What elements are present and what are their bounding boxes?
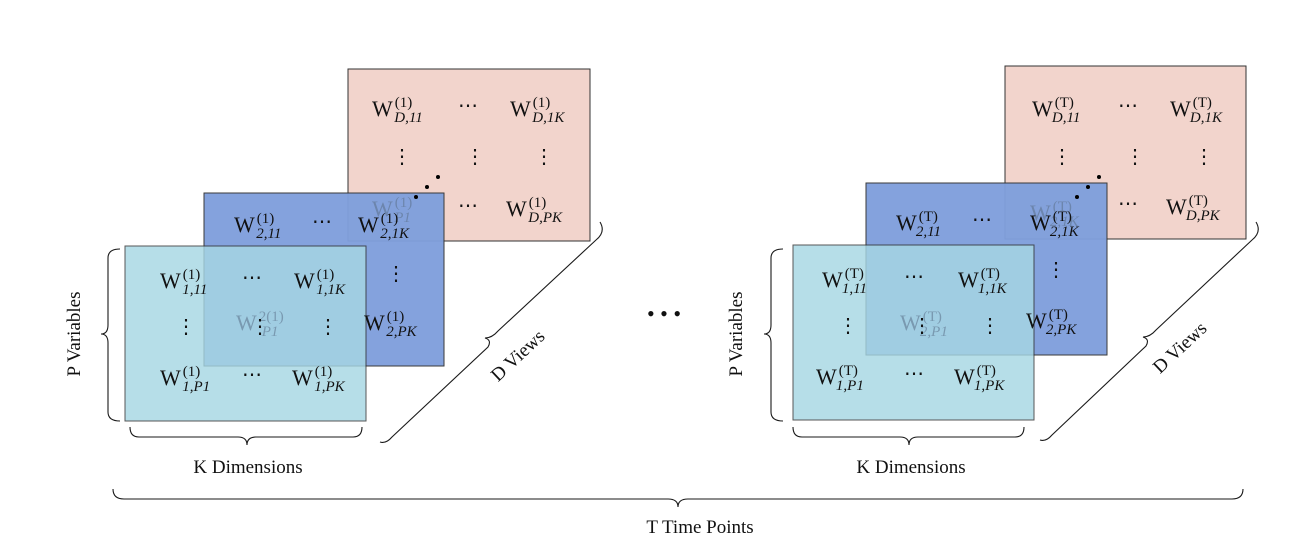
label-p-variables: P Variables [64,292,85,377]
ellipsis-h: ⋯ [972,209,992,231]
entry-d-11: W(T)D,11 [1032,95,1080,126]
entry-1-11: W(T)1,11 [822,266,867,297]
brace-k-dimensions [129,426,363,446]
brace-d-views [1039,221,1259,441]
matrix-view-1 [124,245,367,422]
entry-d-11: W(1)D,11 [372,95,423,126]
sup: (1) [395,95,413,111]
diagonal-dot [1097,175,1101,179]
ellipsis-v: ⋮ [250,316,270,338]
group-time-T: W(T)D,11 ⋯ W(T)D,1K ⋮ ⋮ ⋮ ⋯ W(T)D,PK W(T… [726,65,1259,478]
entry-2-pk: W(1)2,PK [364,309,418,340]
entry-d-pk: W(1)D,PK [506,195,563,226]
ellipsis-h: ⋯ [312,211,332,233]
ellipsis-v: ⋮ [534,146,554,168]
diagonal-dot [436,175,440,179]
ellipsis-h: ⋯ [242,364,262,386]
ellipsis-h: ⋯ [1118,95,1138,117]
ellipsis-v: ⋮ [318,316,338,338]
ellipsis-h: ⋯ [1118,193,1138,215]
entry-2-1k: W(T)2,1K [1030,209,1080,240]
brace-k-dimensions [792,426,1025,446]
group-time-1: W(1)D,11 ⋯ W(1)D,1K ⋮ ⋮ ⋮ ⋯ W(1)D,PK W(1… [64,68,603,478]
ellipsis-v: ⋮ [1046,259,1066,281]
label-k-dimensions: K Dimensions [856,457,965,478]
label-p-variables: P Variables [726,292,747,377]
diagonal-dot [425,185,429,189]
ellipsis-h: ⋯ [904,363,924,385]
label-t-time-points: T Time Points [646,517,753,538]
entry-d-pk: W(T)D,PK [1166,193,1221,224]
ellipsis-h: ⋯ [458,195,478,217]
ghost-entry: W(1)P1 [372,195,412,226]
ghost-entry: W(T)2,P1 [900,309,948,340]
ghost-entry: W(T)2,1K [1030,199,1080,230]
label-k-dimensions: K Dimensions [193,457,302,478]
ellipsis-v: ⋮ [980,315,1000,337]
ellipsis-h: ⋯ [904,266,924,288]
ellipsis-v: ⋮ [465,146,485,168]
entry-2-11: W(T)2,11 [896,209,941,240]
ellipsis-v: ⋮ [1194,146,1214,168]
entry-1-1k: W(T)1,1K [958,266,1008,297]
diagonal-dot [1086,185,1090,189]
brace-p-variables [100,248,121,422]
ellipsis-v: ⋮ [1125,146,1145,168]
diagonal-dot [1075,195,1079,199]
brace-t-time-points [112,488,1244,508]
ellipsis-v: ⋮ [392,146,412,168]
ellipsis-v: ⋮ [1052,146,1072,168]
ellipsis-v: ⋮ [912,315,932,337]
brace-d-views [379,221,603,443]
ellipsis-v: ⋮ [838,315,858,337]
entry-1-p1: W(T)1,P1 [816,363,864,394]
ellipsis-v: ⋮ [176,316,196,338]
matrix-view-1 [792,244,1035,421]
group-ellipsis: • • • [647,301,681,326]
brace-p-variables [763,248,784,422]
entry-1-pk: W(T)1,PK [954,363,1005,394]
entry-d-1k: W(T)D,1K [1170,95,1223,126]
ellipsis-v: ⋮ [386,263,406,285]
ellipsis-h: ⋯ [242,267,262,289]
entry-1-11: W(1)1,11 [160,267,207,298]
entry-2-11: W(1)2,11 [234,211,281,242]
diagonal-dot [414,195,418,199]
label-d-views: D Views [487,326,549,386]
ellipsis-h: ⋯ [458,95,478,117]
